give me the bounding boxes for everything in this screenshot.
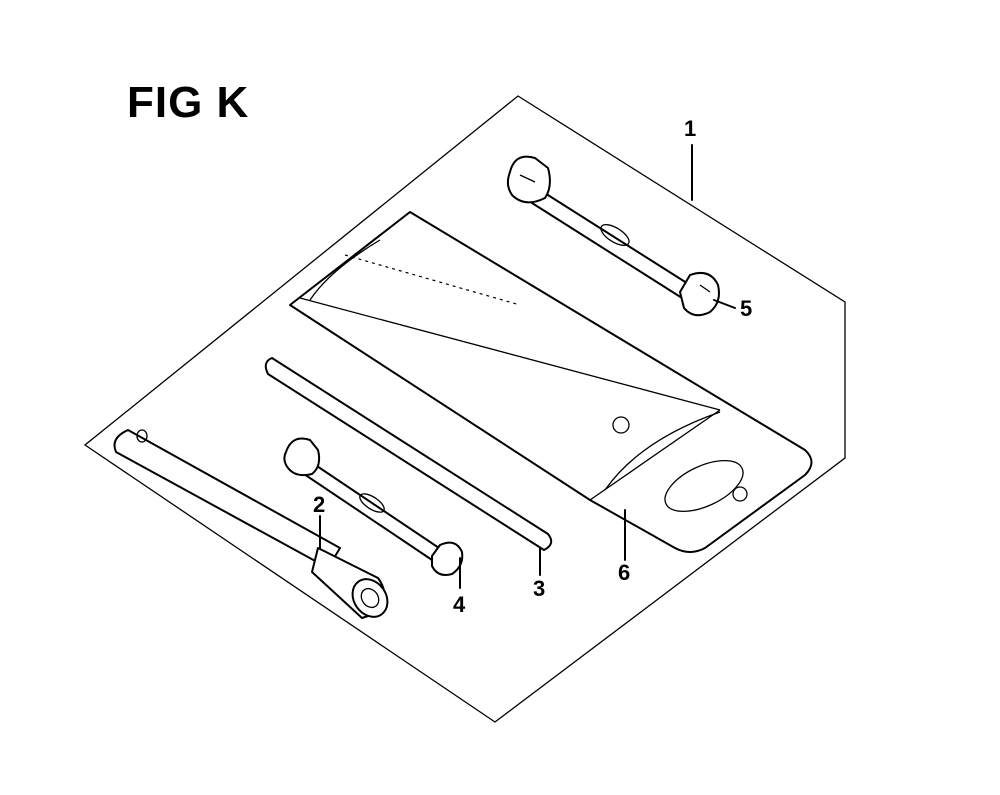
tool-pouch [289,211,813,553]
leader-line-5 [713,299,736,309]
callout-1: 1 [684,116,697,141]
tool-tray-outline [83,95,846,723]
wrench-upper [506,155,720,317]
callout-5: 5 [740,296,753,321]
callout-2: 2 [313,492,326,517]
spark-plug-wrench [113,429,389,619]
callout-4: 4 [453,592,466,617]
callout-3: 3 [533,576,546,601]
tommy-bar [264,357,553,551]
figure-title: FIG K [127,78,250,127]
callout-6: 6 [618,560,631,585]
